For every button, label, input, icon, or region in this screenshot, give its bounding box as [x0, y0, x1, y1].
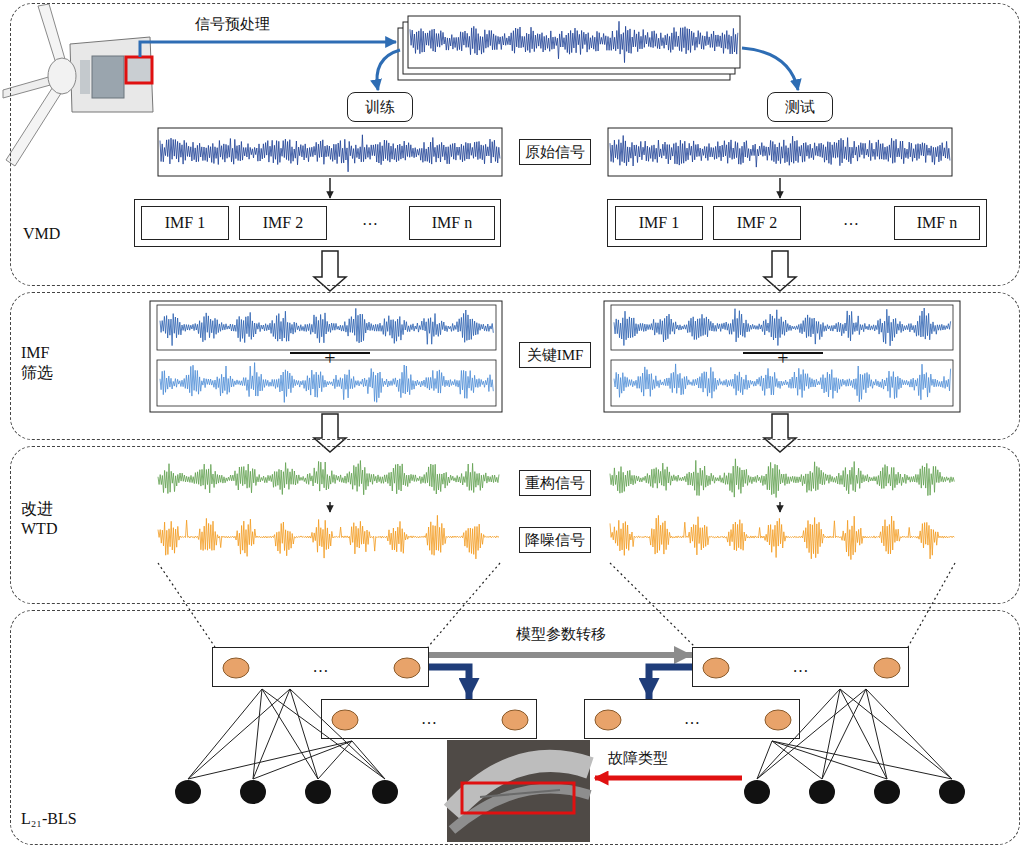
- ellipsis: …: [843, 211, 859, 229]
- network-layer: …: [321, 699, 537, 739]
- network-layer: …: [692, 647, 909, 687]
- dashed-region: IMF 筛选 关键IMF: [10, 292, 1020, 440]
- imf-row: … IMF 1 IMF 2 IMF n: [607, 199, 987, 247]
- phase-box: 测试: [767, 92, 833, 122]
- signal-frame: [158, 128, 502, 176]
- network-layer: …: [212, 647, 429, 687]
- signal-frame: [608, 128, 952, 176]
- preprocess-arrow: [140, 42, 396, 57]
- imf-panel: [604, 301, 960, 412]
- dashed-region: L₂₁-BLS … … … …: [10, 610, 1020, 845]
- ellipsis: …: [421, 709, 437, 728]
- box-label: IMF 1: [165, 213, 205, 232]
- stage-label: 降噪信号: [519, 527, 591, 553]
- imf-box: IMF 1: [141, 206, 229, 240]
- imf-signal: [614, 308, 951, 346]
- ellipsis: …: [684, 709, 700, 728]
- box-label: 测试: [785, 98, 815, 116]
- imf-box: IMF 1: [615, 206, 703, 240]
- raw-signal: [610, 136, 950, 168]
- stage-label: 原始信号: [519, 139, 591, 165]
- down-arrow: [329, 502, 331, 512]
- network-layer: …: [584, 699, 800, 739]
- box-label: IMF 2: [263, 213, 303, 232]
- imf-panel: [150, 301, 502, 412]
- stage-label: 重构信号: [519, 470, 591, 496]
- hollow-arrow: [764, 251, 796, 291]
- phase-box: 训练: [347, 92, 413, 122]
- region-label: 改进 WTD: [21, 499, 63, 539]
- imf-row: … IMF 1 IMF 2 IMF n: [134, 199, 501, 247]
- signal-frame: [611, 305, 953, 350]
- process-note: 故障类型: [608, 749, 668, 767]
- imf-box: IMF n: [894, 206, 980, 240]
- denoised-signal: [610, 515, 954, 559]
- reconstructed-signal: [610, 459, 954, 498]
- ellipsis: …: [362, 211, 378, 229]
- region-label: IMF 筛选: [21, 343, 63, 383]
- wind-turbine: [3, 4, 153, 166]
- connector-arrow: [649, 667, 692, 699]
- box-label: 关键IMF: [527, 346, 584, 364]
- region-label: L₂₁-BLS: [21, 809, 77, 829]
- box-label: IMF 2: [737, 213, 777, 232]
- imf-box: IMF 2: [239, 206, 327, 240]
- imf-signal: [160, 308, 493, 345]
- neuron: [223, 658, 900, 730]
- result-arrow: [595, 776, 742, 781]
- down-arrow: [779, 178, 781, 198]
- split-arrow: [377, 50, 400, 90]
- imf-box: IMF n: [409, 206, 495, 240]
- imf-box: IMF 2: [713, 206, 801, 240]
- denoised-signal: [158, 515, 499, 559]
- process-note: 信号预处理: [195, 15, 270, 33]
- dotted-lead: [158, 563, 955, 647]
- box-label: IMF n: [432, 213, 472, 232]
- dashed-region: VMD 训练 测试原始信号 … IMF 1 IMF 2 IMF n … IMF 1 IMF 2 IM…: [10, 3, 1020, 286]
- box-label: 重构信号: [525, 474, 585, 492]
- hollow-arrow: [314, 251, 346, 291]
- edge-label: 模型参数转移: [513, 625, 609, 644]
- bearing-photo: [447, 740, 590, 842]
- ellipsis: …: [793, 657, 809, 676]
- connector-arrow: [429, 652, 692, 658]
- region-label: VMD: [23, 224, 65, 244]
- box-label: 原始信号: [525, 143, 585, 161]
- box-label: IMF 1: [639, 213, 679, 232]
- signal-frame: [157, 305, 496, 350]
- box-label: 降噪信号: [525, 531, 585, 549]
- down-arrow: [329, 178, 331, 198]
- signal-stack: [398, 16, 740, 80]
- box-label: 训练: [365, 98, 395, 116]
- raw-signal: [160, 135, 500, 172]
- down-arrow: [779, 502, 781, 512]
- imf-signal: [614, 364, 951, 402]
- reconstructed-signal: [158, 461, 499, 495]
- plus-sign: +: [777, 346, 788, 370]
- plus-sign: +: [324, 346, 335, 370]
- dashed-region: 改进 WTD 重构信号降噪信号: [10, 446, 1020, 604]
- ellipsis: …: [313, 657, 329, 676]
- split-arrow: [742, 48, 798, 90]
- stage-label: 关键IMF: [519, 342, 591, 368]
- connector-arrow: [429, 667, 469, 699]
- box-label: IMF n: [917, 213, 957, 232]
